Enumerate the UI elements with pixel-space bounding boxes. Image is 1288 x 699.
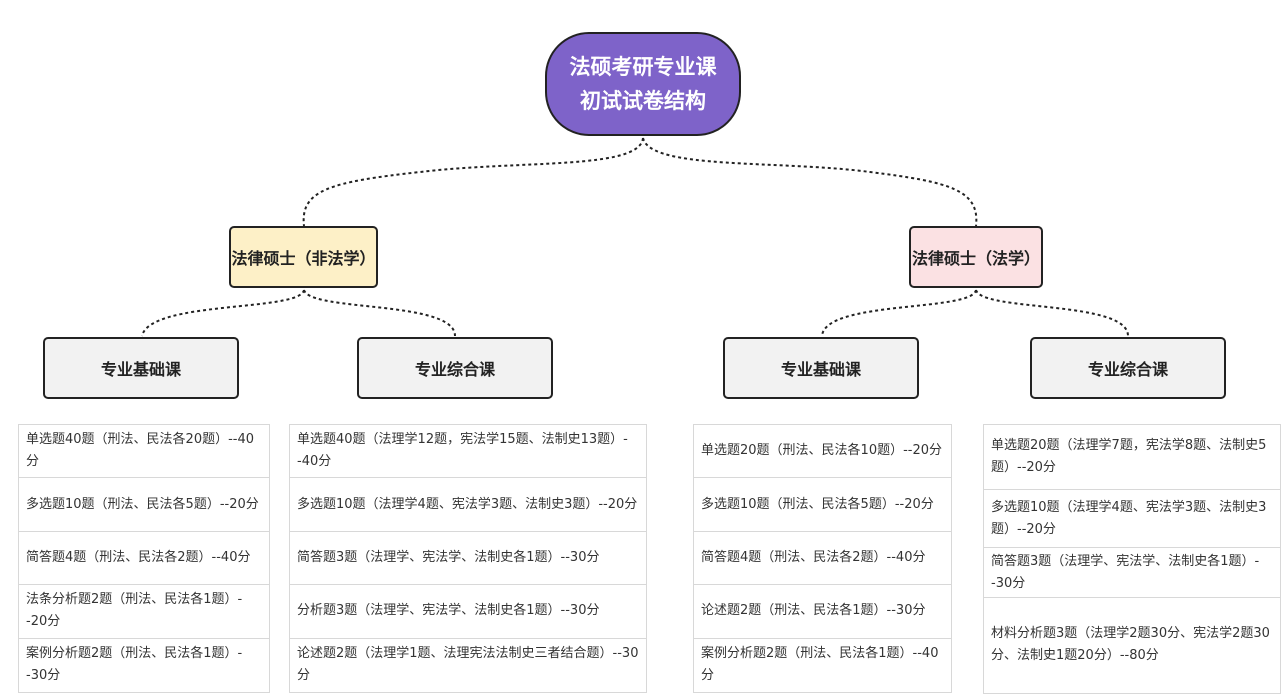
list-item: 案例分析题2题（刑法、民法各1题）--30分 (26, 646, 243, 684)
question-list-law-comprehensive: 单选题20题（法理学7题，宪法学8题、法制史5题）--20分 多选题10题（法理… (983, 424, 1281, 694)
branch-label: 法律硕士（法学） (911, 249, 1040, 268)
course-node-law-basic: 专业基础课 (723, 337, 919, 399)
branch-non-law: 法律硕士（非法学） (229, 226, 378, 288)
list-item: 简答题4题（刑法、民法各2题）--40分 (19, 532, 269, 586)
root-node: 法硕考研专业课 初试试卷结构 (545, 32, 741, 136)
list-item: 材料分析题3题（法理学2题30分、宪法学2题30分、法制史1题20分）--80分 (991, 625, 1270, 663)
question-list-law-basic: 单选题20题（刑法、民法各10题）--20分 多选题10题（刑法、民法各5题）-… (693, 424, 952, 693)
root-title-line1: 法硕考研专业课 (569, 55, 717, 79)
connector-left-course1 (141, 289, 305, 337)
course-label: 专业基础课 (100, 360, 181, 379)
course-node-nonlaw-basic: 专业基础课 (43, 337, 239, 399)
list-item: 单选题20题（刑法、民法各10题）--20分 (694, 425, 951, 479)
course-label: 专业综合课 (1087, 360, 1168, 379)
root-title-line2: 初试试卷结构 (580, 89, 706, 113)
branch-law: 法律硕士（法学） (909, 226, 1043, 288)
connector-root-left (302, 137, 644, 227)
list-item: 法条分析题2题（刑法、民法各1题）--20分 (19, 585, 269, 639)
list-item: 简答题3题（法理学、宪法学、法制史各1题）--30分 (290, 532, 646, 586)
course-node-nonlaw-comprehensive: 专业综合课 (357, 337, 553, 399)
list-item: 分析题3题（法理学、宪法学、法制史各1题）--30分 (290, 585, 646, 639)
list-item: 论述题2题（刑法、民法各1题）--30分 (694, 585, 951, 639)
branch-label: 法律硕士（非法学） (231, 249, 376, 268)
question-list-nonlaw-basic: 单选题40题（刑法、民法各20题）--40分 多选题10题（刑法、民法各5题）-… (18, 424, 270, 693)
connector-root-right (642, 137, 978, 227)
list-item: 多选题10题（刑法、民法各5题）--20分 (694, 478, 951, 532)
course-label: 专业基础课 (780, 360, 861, 379)
list-item: 简答题4题（刑法、民法各2题）--40分 (694, 532, 951, 586)
connector-right-course2 (975, 289, 1129, 337)
list-item: 单选题40题（刑法、民法各20题）--40分 (19, 425, 269, 479)
course-label: 专业综合课 (414, 360, 495, 379)
connector-right-course1 (821, 289, 977, 337)
course-node-law-comprehensive: 专业综合课 (1030, 337, 1226, 399)
list-item: 多选题10题（法理学4题、宪法学3题、法制史3题）--20分 (290, 478, 646, 532)
question-list-nonlaw-comprehensive: 单选题40题（法理学12题，宪法学15题、法制史13题）--40分 多选题10题… (289, 424, 647, 693)
list-item: 多选题10题（法理学4题、宪法学3题、法制史3题）--20分 (984, 490, 1280, 548)
list-item: 简答题3题（法理学、宪法学、法制史各1题）--30分 (984, 548, 1280, 598)
list-item: 案例分析题2题（刑法、民法各1题）--40分 (701, 646, 939, 684)
list-item: 多选题10题（刑法、民法各5题）--20分 (19, 478, 269, 532)
list-item: 论述题2题（法理学1题、法理宪法法制史三者结合题）--30分 (297, 646, 639, 684)
list-item: 单选题40题（法理学12题，宪法学15题、法制史13题）--40分 (290, 425, 646, 479)
list-item: 单选题20题（法理学7题，宪法学8题、法制史5题）--20分 (984, 425, 1280, 490)
connector-left-course2 (303, 289, 456, 337)
